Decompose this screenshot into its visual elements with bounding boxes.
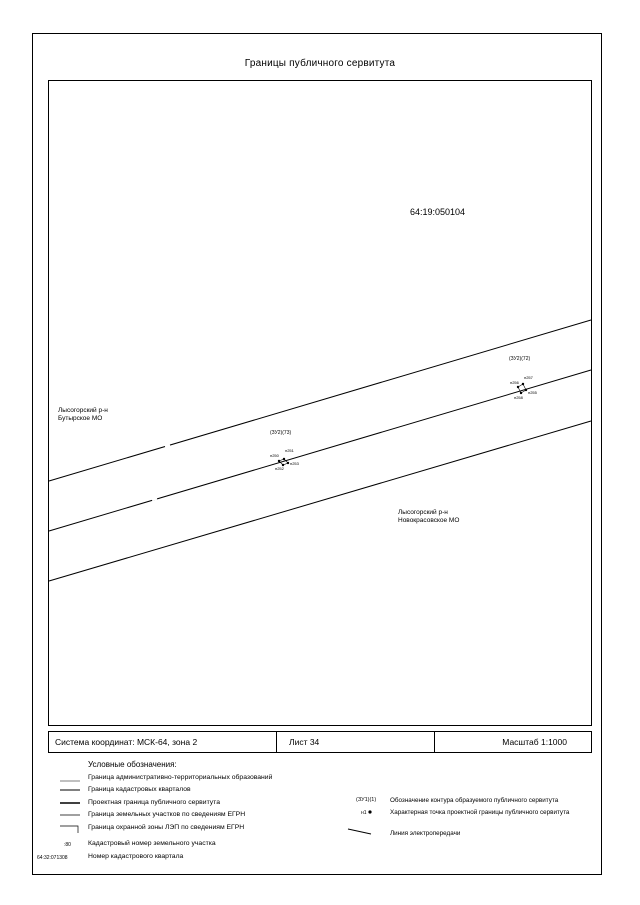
- point-label: н257: [524, 375, 533, 380]
- legend-item-parcel: Граница земельных участков по сведениям …: [88, 811, 246, 818]
- point-label: н253: [290, 461, 299, 466]
- legend-sample-quarter: 64:32:071308: [37, 855, 68, 861]
- point-label: н251: [285, 448, 294, 453]
- legend-sample-contour: (ЗУ1)(1): [356, 797, 377, 803]
- point-cluster-72: [516, 382, 528, 395]
- point-label: н258: [514, 395, 523, 400]
- point-label: н256: [510, 380, 519, 385]
- boundary-line-middle: [48, 369, 592, 532]
- scale-label: Масштаб 1:1000: [502, 737, 567, 747]
- legend-item-servitude: Проектная граница публичного сервитута: [88, 799, 220, 806]
- legend-item-point: Характерная точка проектной границы публ…: [390, 809, 570, 816]
- contour-label-73: (ЗУ2)(73): [270, 430, 292, 436]
- coord-system-label: Система координат: МСК-64, зона 2: [49, 732, 277, 752]
- legend-sample-cadnum: :80: [64, 842, 71, 848]
- point-cluster-73: [277, 457, 290, 467]
- point-label: н255: [528, 390, 537, 395]
- map-title: Границы публичного сервитута: [244, 58, 396, 69]
- info-bar: Система координат: МСК-64, зона 2 Лист 3…: [48, 731, 592, 753]
- point-label: н250: [270, 453, 279, 458]
- boundary-line-upper: [48, 319, 592, 482]
- legend-title: Условные обозначения:: [88, 760, 177, 769]
- legend-sample-point: н1: [361, 810, 367, 816]
- point-label: н252: [275, 466, 284, 471]
- map-frame: [48, 80, 592, 726]
- region-label-butyrskoe: Лысогорский р-н Бутырское МО: [58, 407, 108, 422]
- sheet-number-label: Лист 34: [277, 732, 435, 752]
- sheet-frame: [32, 33, 602, 875]
- legend-symbol-protect-zone: [60, 825, 79, 833]
- legend-symbol-point: [368, 810, 372, 814]
- legend-item-quarter-number: Номер кадастрового квартала: [88, 853, 184, 860]
- contour-label-72: (ЗУ2)(72): [509, 356, 531, 362]
- boundary-line-lower: [48, 420, 592, 582]
- legend-item-quarter: Граница кадастровых кварталов: [88, 786, 191, 793]
- legend-item-cadnum: Кадастровый номер земельного участка: [88, 840, 216, 847]
- legend-item-contour: Обозначение контура образуемого публично…: [390, 797, 559, 804]
- legend-symbol-powerline: [347, 828, 372, 835]
- legend-item-protect-zone: Граница охранной зоны ЛЭП по сведениям Е…: [88, 824, 245, 831]
- cadastral-quarter-label: 64:19:050104: [410, 207, 466, 217]
- region-label-novokrasovskoe: Лысогорский р-н Новокрасовское МО: [398, 509, 460, 524]
- legend-item-admin: Граница административно-территориальных …: [88, 774, 273, 781]
- legend-item-powerline: Линия электропередачи: [390, 830, 461, 837]
